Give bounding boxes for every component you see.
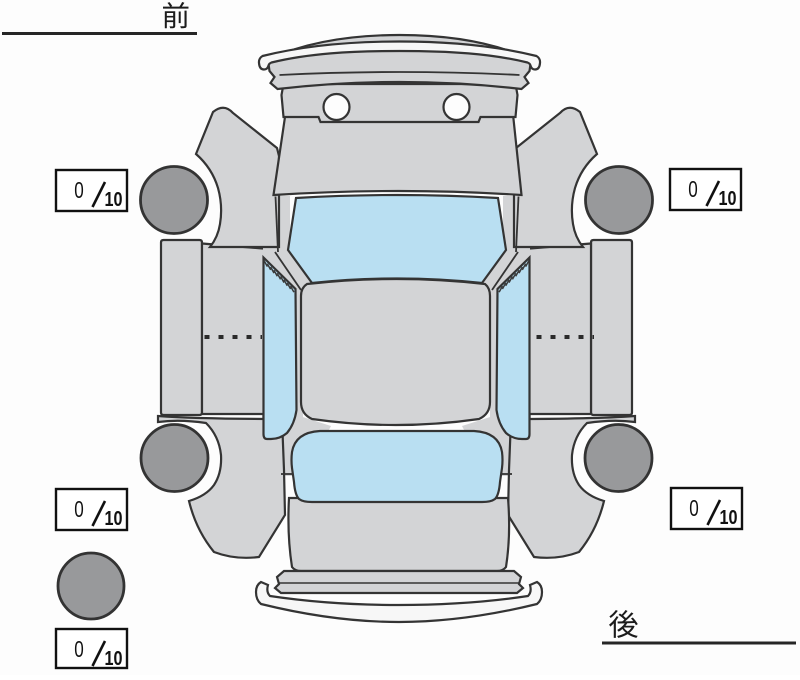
svg-text:10: 10 <box>105 507 123 530</box>
svg-text:10: 10 <box>719 187 737 210</box>
svg-text:0: 0 <box>74 636 84 662</box>
svg-text:0: 0 <box>688 176 698 202</box>
svg-text:0: 0 <box>74 177 84 203</box>
svg-text:10: 10 <box>105 188 123 211</box>
svg-text:0: 0 <box>74 496 84 522</box>
svg-text:10: 10 <box>720 506 738 529</box>
svg-text:0: 0 <box>689 495 699 521</box>
svg-text:10: 10 <box>105 647 123 670</box>
